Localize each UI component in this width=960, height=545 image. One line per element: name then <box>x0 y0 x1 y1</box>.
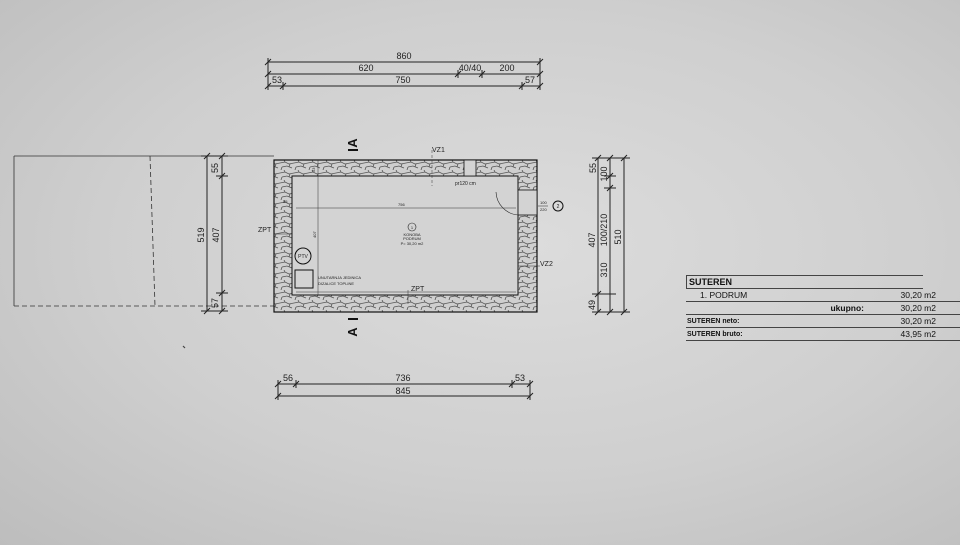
dim-right-55: 55 <box>588 163 598 173</box>
dim-right-200: 200 <box>499 63 514 73</box>
indoor-unit-box <box>294 269 314 289</box>
neto-label: SUTEREN neto: <box>687 317 740 325</box>
dim-right-310: 310 <box>599 262 609 277</box>
label-unit-1: UNUTARNJA JEDINICA <box>318 275 361 280</box>
stray-mark <box>182 345 186 349</box>
section-mark-bottom: A <box>345 327 360 337</box>
dim-left-407: 407 <box>211 227 221 242</box>
total-label: ukupno: <box>830 303 864 313</box>
label-small-top: 53 <box>311 167 316 172</box>
label-window-note: pr120 cm <box>455 181 476 187</box>
dim-right-407: 407 <box>587 232 597 247</box>
label-door-b: 220 <box>540 207 547 212</box>
adjacent-outline <box>13 155 274 307</box>
door-tag: 2 <box>557 204 560 210</box>
room-area: P= 30,20 m2 <box>401 241 425 246</box>
dim-right-49: 49 <box>587 300 597 310</box>
area-table: SUTEREN 1. PODRUM 30,20 m2 ukupno: 30,20… <box>686 275 960 341</box>
area-table-bruto: SUTEREN bruto: 43,95 m2 <box>686 327 960 341</box>
area-table-row-podrum: 1. PODRUM 30,20 m2 <box>686 289 960 302</box>
section-mark-top: A <box>345 138 360 148</box>
label-vz1: VZ1 <box>432 147 445 154</box>
room-tag: 1 <box>411 225 414 230</box>
dim-left-off-53: 53 <box>272 75 282 85</box>
label-small-left: 55 <box>283 199 288 204</box>
dim-left-57: 57 <box>210 298 220 308</box>
dim-pier-40-40: 40/40 <box>459 63 482 73</box>
label-room-depth: 407 <box>312 231 317 238</box>
interior-lines <box>275 150 540 304</box>
top-dimension-chain <box>264 58 544 90</box>
label-room-width: 756 <box>398 202 405 207</box>
dim-left-55: 55 <box>210 163 220 173</box>
right-dimension-chain <box>592 154 630 316</box>
dim-inner-750: 750 <box>395 75 410 85</box>
ptv-circle <box>294 247 312 265</box>
area-table-header: SUTEREN <box>686 275 923 289</box>
dim-left-519: 519 <box>196 227 206 242</box>
area-table-total: ukupno: 30,20 m2 <box>686 302 960 314</box>
room-name: KONOBA <box>403 232 420 237</box>
left-dimension-chain <box>201 152 228 315</box>
bruto-value: 43,95 m2 <box>900 329 936 339</box>
bottom-dimension-chain <box>274 380 534 400</box>
dim-bottom-845: 845 <box>395 386 410 396</box>
neto-value: 30,20 m2 <box>900 316 936 326</box>
area-table-neto: SUTEREN neto: 30,20 m2 <box>686 314 960 327</box>
dim-right-window: 100/210 <box>599 214 609 247</box>
total-value: 30,20 m2 <box>900 303 936 313</box>
dim-right-510: 510 <box>613 229 623 244</box>
row-label: 1. PODRUM <box>700 290 748 300</box>
label-zpt-bottom: ZPT <box>411 286 425 293</box>
label-unit-2: DIZALICE TOPLINE <box>318 281 354 286</box>
dim-bottom-56: 56 <box>283 373 293 383</box>
label-vz2: VZ2 <box>540 261 553 268</box>
row-value: 30,20 m2 <box>900 290 936 300</box>
bruto-label: SUTEREN bruto: <box>687 330 743 338</box>
dim-bottom-53: 53 <box>515 373 525 383</box>
label-door-a: 100 <box>540 200 547 205</box>
door-tag-circle <box>552 200 564 212</box>
dim-main-620: 620 <box>358 63 373 73</box>
label-ptv: PTV <box>298 254 308 260</box>
dim-bottom-736: 736 <box>395 373 410 383</box>
dim-right-off-57: 57 <box>525 75 535 85</box>
dim-overall-860: 860 <box>396 51 411 61</box>
room-sub: PODRUM <box>403 236 421 241</box>
label-zpt-left: ZPT <box>258 227 272 234</box>
room-tag-circle <box>407 222 417 232</box>
dim-right-100: 100 <box>599 166 609 181</box>
